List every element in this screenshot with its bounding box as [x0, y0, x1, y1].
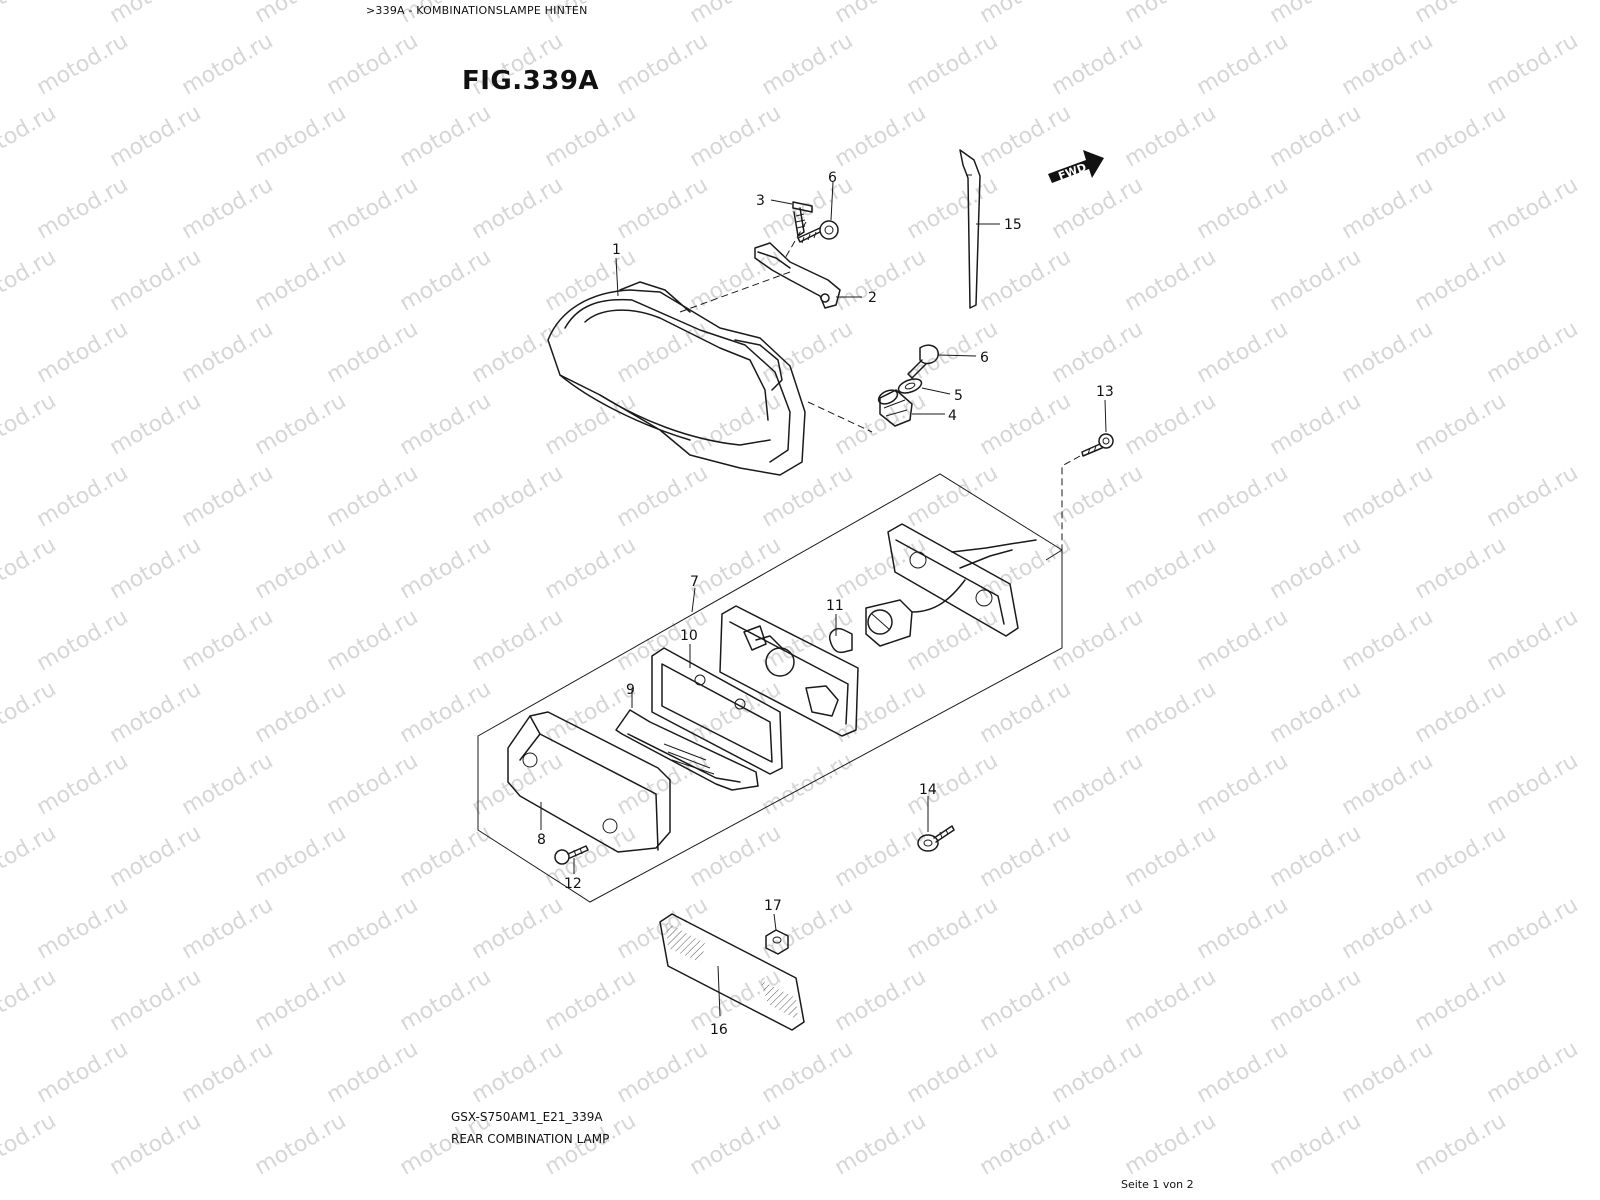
grommet-4: [877, 389, 913, 427]
callout-17: 17: [764, 898, 782, 914]
gasket-10: [651, 647, 783, 775]
fwd-arrow-icon: FWD: [1048, 150, 1104, 183]
callouts: 1 2 3 4 5 6 6 7 8 9 10 11 12 13 14 15 16…: [537, 170, 1114, 1038]
screw-6-lower: [907, 344, 939, 379]
figure-title: FIG.339A: [462, 66, 600, 96]
screw-3: [792, 201, 813, 237]
breadcrumb: >339A - KOMBINATIONSLAMPE HINTEN: [366, 4, 588, 17]
diagram-description: REAR COMBINATION LAMP: [451, 1132, 610, 1146]
rear-lamp-housing: [547, 281, 806, 476]
lamp-base: [719, 605, 859, 737]
mounting-bracket: [754, 242, 841, 309]
bulb-socket: [865, 599, 913, 647]
fwd-marker-text: FWD: [1057, 161, 1088, 183]
bolt-14: [917, 825, 955, 852]
callout-2: 2: [868, 290, 877, 306]
callout-1: 1: [612, 242, 621, 258]
assembly-box-7: [477, 473, 1063, 903]
callout-8: 8: [537, 832, 546, 848]
diagram-code: GSX-S750AM1_E21_339A: [451, 1110, 603, 1124]
screw-13: [1081, 433, 1114, 457]
lens-8: [507, 711, 671, 853]
reflector-16: [659, 913, 805, 1031]
callout-3: 3: [756, 193, 765, 209]
callout-9: 9: [626, 682, 635, 698]
callout-7: 7: [690, 574, 699, 590]
bulb-11: [828, 628, 853, 654]
cable-tie: [959, 149, 981, 309]
callout-4: 4: [948, 408, 957, 424]
callout-11: 11: [826, 598, 844, 614]
socket-harness: [887, 523, 1037, 637]
callout-5: 5: [954, 388, 963, 404]
callout-12: 12: [564, 876, 582, 892]
callout-6a: 6: [828, 170, 837, 186]
page-indicator: Seite 1 von 2: [1121, 1178, 1194, 1191]
screw-12: [554, 845, 589, 865]
callout-13: 13: [1096, 384, 1114, 400]
washer-5: [897, 378, 923, 394]
screw-6-upper: [797, 220, 839, 244]
callout-6b: 6: [980, 350, 989, 366]
reflector-9: [615, 709, 759, 791]
leader-lines: [540, 181, 1107, 1017]
callout-10: 10: [680, 628, 698, 644]
nut-17: [765, 929, 789, 955]
callout-14: 14: [919, 782, 937, 798]
callout-16: 16: [710, 1022, 728, 1038]
callout-15: 15: [1004, 217, 1022, 233]
